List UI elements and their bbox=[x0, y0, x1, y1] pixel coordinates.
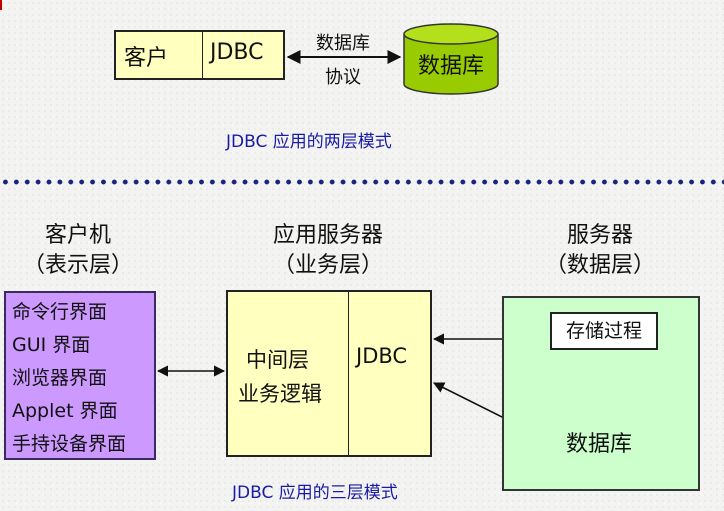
two-tier-box-divider bbox=[202, 32, 203, 78]
protocol-label-line2: 协议 bbox=[325, 67, 361, 88]
two-tier-database-cylinder bbox=[403, 23, 499, 95]
client-item: 浏览器界面 bbox=[12, 367, 108, 389]
stored-procedure-box: 存储过程 bbox=[550, 312, 658, 350]
three-tier-jdbc-label: JDBC bbox=[356, 344, 408, 368]
three-tier-caption: JDBC 应用的三层模式 bbox=[232, 483, 398, 503]
server-column-title-2: （数据层） bbox=[544, 253, 655, 278]
two-tier-client-jdbc-box: 客户 JDBC bbox=[114, 30, 285, 80]
two-tier-client-label: 客户 bbox=[124, 46, 169, 71]
server-column-title-1: 服务器 bbox=[566, 223, 633, 248]
client-column-title-2: （表示层） bbox=[22, 253, 133, 278]
two-tier-database-label: 数据库 bbox=[417, 54, 484, 79]
protocol-label-line1: 数据库 bbox=[316, 33, 370, 54]
middle-tier-line2: 业务逻辑 bbox=[238, 382, 322, 406]
client-column-title-1: 客户机 bbox=[44, 223, 111, 248]
middle-tier-line1: 中间层 bbox=[246, 348, 309, 372]
server-panel: 存储过程 bbox=[502, 296, 700, 491]
two-tier-caption: JDBC 应用的两层模式 bbox=[226, 132, 392, 152]
client-item: 手持设备界面 bbox=[12, 433, 127, 455]
app-server-panel: 中间层 业务逻辑 JDBC bbox=[226, 290, 432, 457]
corner-mark bbox=[0, 0, 2, 10]
client-panel: 命令行界面 GUI 界面 浏览器界面 Applet 界面 手持设备界面 bbox=[4, 291, 156, 460]
three-tier-database-label: 数据库 bbox=[565, 432, 632, 457]
client-item: GUI 界面 bbox=[12, 334, 91, 356]
app-panel-divider bbox=[348, 292, 349, 455]
client-item: Applet 界面 bbox=[12, 400, 118, 422]
app-column-title-1: 应用服务器 bbox=[272, 223, 383, 248]
client-item: 命令行界面 bbox=[12, 301, 108, 323]
two-tier-jdbc-label: JDBC bbox=[210, 40, 264, 65]
section-divider bbox=[0, 178, 724, 186]
app-column-title-2: （业务层） bbox=[272, 253, 383, 278]
